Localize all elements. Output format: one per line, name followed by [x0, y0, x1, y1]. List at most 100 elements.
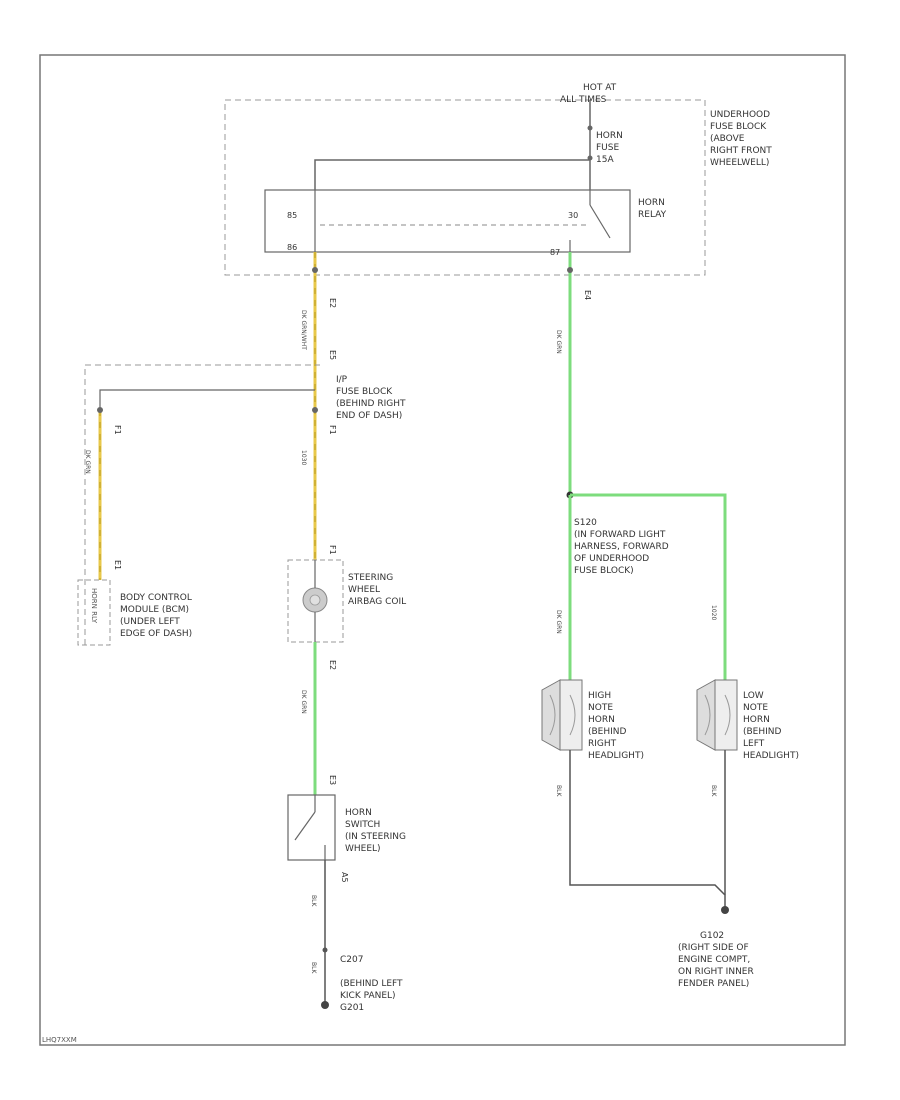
ip-fuse-pin [312, 407, 318, 413]
underhood-fuse-block-label: UNDERHOOD FUSE BLOCK (ABOVE RIGHT FRONT … [710, 110, 772, 168]
wire-label-relay-output: DK GRN [555, 330, 562, 354]
wire-label-relay-feed: DK GRN/WHT [300, 310, 307, 350]
svg-text:15A: 15A [596, 155, 614, 165]
svg-text:(UNDER LEFT: (UNDER LEFT [120, 617, 180, 627]
svg-text:HORN: HORN [588, 715, 615, 725]
wire-label-bcm: DK GRN [84, 450, 91, 474]
horn-relay-label-1: HORN [638, 198, 665, 208]
ground-g102-icon [721, 906, 729, 914]
wire-label-ip-feed: 1030 [300, 450, 307, 465]
connector-e1-label: E1 [113, 560, 122, 570]
svg-text:FUSE BLOCK: FUSE BLOCK [710, 122, 767, 132]
horn-switch-label: HORN SWITCH (IN STEERING WHEEL) [345, 808, 406, 854]
svg-text:FUSE BLOCK: FUSE BLOCK [336, 387, 393, 397]
splice-s120-label: S120 (IN FORWARD LIGHT HARNESS, FORWARD … [574, 518, 669, 576]
svg-text:MODULE (BCM): MODULE (BCM) [120, 605, 189, 615]
svg-text:HEADLIGHT): HEADLIGHT) [588, 751, 644, 761]
power-label-1: HOT AT [583, 83, 617, 93]
svg-text:ON RIGHT INNER: ON RIGHT INNER [678, 967, 754, 977]
ip-fuse-bus-wire [99, 389, 315, 410]
horn-switch-box [287, 794, 336, 861]
svg-text:HORN: HORN [743, 715, 770, 725]
connector-e2-pin [312, 267, 318, 273]
svg-text:SWITCH: SWITCH [345, 820, 380, 830]
ground-g201-label-1: (BEHIND LEFT [340, 979, 403, 989]
connector-e5-label: E5 [328, 350, 337, 360]
wire-label-low-ground: BLK [710, 785, 717, 797]
bcm-label: BODY CONTROL MODULE (BCM) (UNDER LEFT ED… [120, 593, 192, 639]
svg-text:RIGHT FRONT: RIGHT FRONT [710, 146, 772, 156]
ground-g201-label-2: KICK PANEL) [340, 991, 396, 1001]
svg-text:NOTE: NOTE [588, 703, 613, 713]
high-note-horn-icon [541, 679, 583, 751]
bcm-connector-box [77, 579, 111, 646]
wire-label-ground-lower: BLK [310, 962, 317, 974]
wire-label-low-horn: 1020 [710, 605, 717, 620]
power-label-2: ALL TIMES [560, 95, 607, 105]
svg-text:EDGE OF DASH): EDGE OF DASH) [120, 629, 192, 639]
relay-switch-arm [589, 204, 611, 239]
ground-g201-connector: C207 [340, 955, 363, 965]
svg-text:(RIGHT SIDE OF: (RIGHT SIDE OF [678, 943, 749, 953]
svg-text:BODY CONTROL: BODY CONTROL [120, 593, 192, 603]
relay-pin-87: 87 [550, 248, 560, 257]
connector-c207-pin [322, 947, 328, 953]
connector-f1-label: F1 [328, 425, 337, 435]
svg-text:LOW: LOW [743, 691, 764, 701]
steering-coil-label: STEERING WHEEL AIRBAG COIL [348, 573, 406, 607]
svg-text:G102: G102 [700, 931, 724, 941]
connector-e3-label: E3 [328, 775, 337, 785]
svg-text:(BEHIND RIGHT: (BEHIND RIGHT [336, 399, 406, 409]
svg-text:S120: S120 [574, 518, 597, 528]
svg-text:(IN STEERING: (IN STEERING [345, 832, 406, 842]
low-note-horn-label: LOW NOTE HORN (BEHIND LEFT HEADLIGHT) [743, 691, 799, 761]
connector-e4-pin [567, 267, 573, 273]
svg-text:AIRBAG COIL: AIRBAG COIL [348, 597, 406, 607]
ip-fuse-block-label: I/P FUSE BLOCK (BEHIND RIGHT END OF DASH… [336, 375, 406, 421]
high-horn-ground-wire [569, 750, 726, 910]
svg-text:UNDERHOOD: UNDERHOOD [710, 110, 770, 120]
airbag-coil-center [309, 594, 321, 606]
splice-to-low-horn-wire [570, 493, 727, 690]
svg-text:I/P: I/P [336, 375, 348, 385]
ground-g201-label-3: G201 [340, 1003, 364, 1013]
svg-text:FUSE BLOCK): FUSE BLOCK) [574, 566, 634, 576]
svg-text:(ABOVE: (ABOVE [710, 134, 745, 144]
ip-fuse-block-outline [84, 364, 320, 645]
bcm-box-code: HORN RLY [90, 588, 98, 624]
wire-label-high-horn: DK GRN [555, 610, 562, 634]
svg-text:(BEHIND: (BEHIND [743, 727, 782, 737]
connector-a5-label: A5 [340, 872, 349, 883]
bcm-branch-pin [97, 407, 103, 413]
svg-text:HORN: HORN [596, 131, 623, 141]
wire-label-switch-ground: BLK [310, 895, 317, 907]
svg-text:(BEHIND: (BEHIND [588, 727, 627, 737]
svg-text:WHEEL: WHEEL [348, 585, 380, 595]
svg-text:HEADLIGHT): HEADLIGHT) [743, 751, 799, 761]
svg-text:HIGH: HIGH [588, 691, 611, 701]
footer-code: LHQ7XXM [42, 1036, 77, 1044]
svg-text:FENDER PANEL): FENDER PANEL) [678, 979, 749, 989]
connector-e2-label: E2 [328, 298, 337, 308]
relay-coil-feed-wire [314, 159, 590, 190]
underhood-fuse-block-outline [224, 99, 706, 276]
ground-g102-label: G102 (RIGHT SIDE OF ENGINE COMPT, ON RIG… [678, 931, 754, 989]
svg-text:(IN FORWARD LIGHT: (IN FORWARD LIGHT [574, 530, 666, 540]
svg-text:RIGHT: RIGHT [588, 739, 617, 749]
horn-switch-arm [294, 811, 316, 841]
svg-text:WHEEL): WHEEL) [345, 844, 381, 854]
svg-text:ENGINE COMPT,: ENGINE COMPT, [678, 955, 750, 965]
fuse-terminal-top [587, 125, 593, 131]
svg-text:OF UNDERHOOD: OF UNDERHOOD [574, 554, 649, 564]
wire-label-high-ground: BLK [555, 785, 562, 797]
relay-pin-30: 30 [568, 211, 578, 220]
svg-text:WHEELWELL): WHEELWELL) [710, 158, 769, 168]
svg-text:HORN: HORN [345, 808, 372, 818]
svg-text:FUSE: FUSE [596, 143, 619, 153]
high-note-horn-label: HIGH NOTE HORN (BEHIND RIGHT HEADLIGHT) [588, 691, 644, 761]
wire-label-coil-switch: DK GRN [300, 690, 307, 714]
connector-f1b-label: F1 [328, 545, 337, 555]
relay-pin-86: 86 [287, 243, 297, 252]
svg-text:STEERING: STEERING [348, 573, 393, 583]
